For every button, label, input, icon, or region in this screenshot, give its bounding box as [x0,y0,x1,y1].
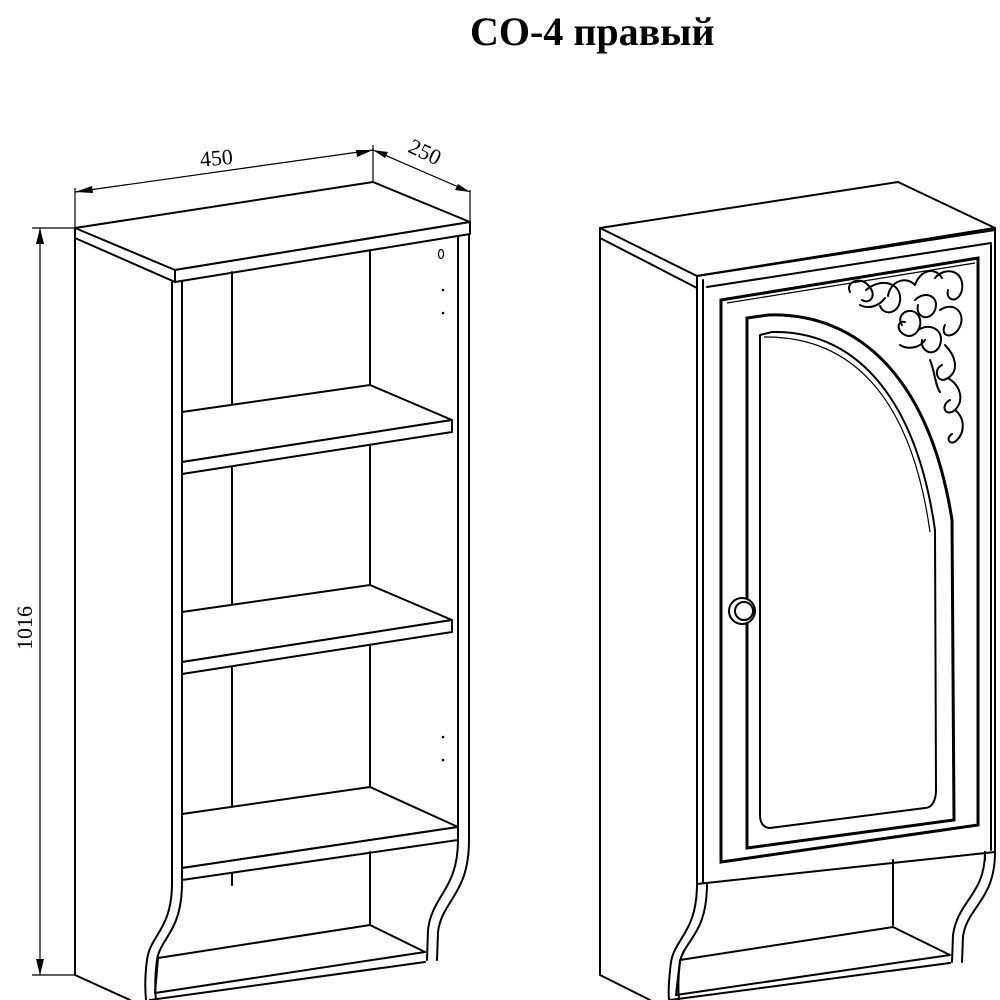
right-curved-leg [426,839,459,961]
door-frame-recess [719,256,980,864]
door-knob[interactable] [728,597,756,625]
bottom-niche-shelf [154,924,426,994]
arched-inner-panel [759,330,937,829]
open-cabinet [74,181,471,1000]
hinge-hole [437,248,445,260]
width-dimension: 450 [199,144,234,172]
left-curved-leg [144,882,173,1000]
left-curved-leg-right [667,883,698,1000]
drawing-title: СО-4 правый [470,9,715,54]
right-curved-leg-right [951,851,986,963]
door[interactable] [696,229,996,885]
height-dimension: 1016 [12,606,37,650]
depth-dimension: 250 [405,133,445,170]
arched-door-panel [745,313,956,850]
floral-ornament [848,269,964,444]
closed-cabinet [599,181,996,1000]
bottom-niche-shelf-right [675,926,951,996]
